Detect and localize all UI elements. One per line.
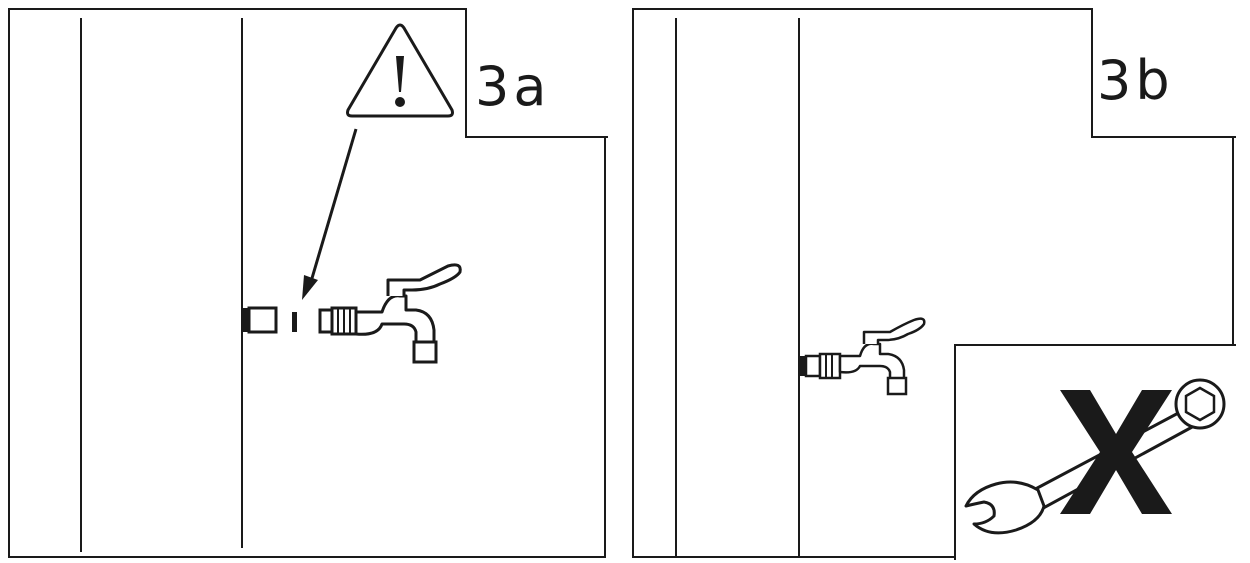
gap-marker-icon xyxy=(292,312,297,332)
pipe-fitting-icon xyxy=(242,306,278,334)
no-tools-box xyxy=(954,344,1236,560)
step-label: 3b xyxy=(1097,49,1174,112)
prohibited-x-icon xyxy=(1060,390,1172,514)
pipe-fitting-icon xyxy=(800,352,842,380)
tap-icon xyxy=(838,317,926,396)
wall-line-left xyxy=(80,18,82,552)
wall-line-right xyxy=(798,18,800,556)
panel-step-3a: 3a xyxy=(8,8,608,558)
wall-line-right xyxy=(241,18,243,548)
step-label: 3a xyxy=(475,55,551,118)
tap-icon xyxy=(318,263,462,364)
arrow-icon xyxy=(302,128,358,300)
step-label-box: 3a xyxy=(465,8,608,138)
panel-step-3b: 3b xyxy=(632,8,1236,560)
wall-line-left xyxy=(675,18,677,556)
step-label-box: 3b xyxy=(1091,8,1236,138)
warning-icon xyxy=(346,23,454,118)
wrench-icon xyxy=(964,378,1226,535)
